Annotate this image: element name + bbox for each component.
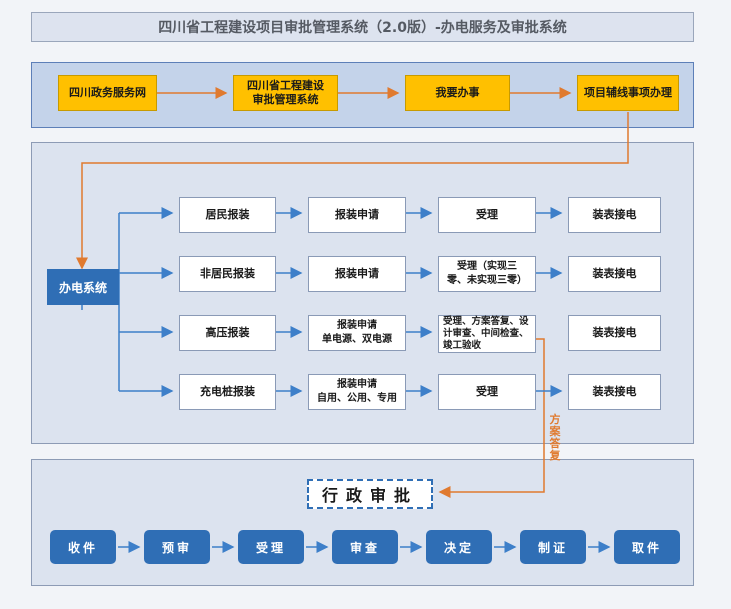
bottom-step-decide[interactable]: 决定	[426, 530, 492, 564]
bottom-step-collect[interactable]: 取件	[614, 530, 680, 564]
top-step-approval-system[interactable]: 四川省工程建设 审批管理系统	[233, 75, 338, 111]
row-1-type[interactable]: 居民报装	[179, 197, 276, 233]
row-1-accept[interactable]: 受理	[438, 197, 536, 233]
row-4-type[interactable]: 充电桩报装	[179, 374, 276, 410]
row-4-finish[interactable]: 装表接电	[568, 374, 661, 410]
row-1-finish[interactable]: 装表接电	[568, 197, 661, 233]
row-1-apply[interactable]: 报装申请	[308, 197, 406, 233]
row-4-apply[interactable]: 报装申请 自用、公用、专用	[308, 374, 406, 410]
row-3-finish[interactable]: 装表接电	[568, 315, 661, 351]
bottom-step-examine[interactable]: 审查	[332, 530, 398, 564]
top-step-gov-service-site[interactable]: 四川政务服务网	[58, 75, 157, 111]
bottom-step-issue-certificate[interactable]: 制证	[520, 530, 586, 564]
bottom-step-accept[interactable]: 受理	[238, 530, 304, 564]
bottom-step-receive[interactable]: 收件	[50, 530, 116, 564]
bottom-step-pre-review[interactable]: 预审	[144, 530, 210, 564]
top-step-auxiliary-items[interactable]: 项目辅线事项办理	[577, 75, 679, 111]
electricity-system-label[interactable]: 办电系统	[47, 269, 119, 305]
row-3-type[interactable]: 高压报装	[179, 315, 276, 351]
admin-approval-box[interactable]: 行政审批	[307, 479, 433, 509]
row-2-apply[interactable]: 报装申请	[308, 256, 406, 292]
row-3-accept[interactable]: 受理、方案答复、设 计审查、中间检查、 竣工验收	[438, 315, 536, 353]
plan-reply-label: 方案答复	[549, 413, 561, 462]
top-step-do-business[interactable]: 我要办事	[405, 75, 510, 111]
page-title: 四川省工程建设项目审批管理系统（2.0版）-办电服务及审批系统	[31, 12, 694, 42]
row-2-accept[interactable]: 受理（实现三 零、未实现三零）	[438, 256, 536, 292]
row-3-apply[interactable]: 报装申请 单电源、双电源	[308, 315, 406, 351]
row-2-finish[interactable]: 装表接电	[568, 256, 661, 292]
row-2-type[interactable]: 非居民报装	[179, 256, 276, 292]
row-4-accept[interactable]: 受理	[438, 374, 536, 410]
